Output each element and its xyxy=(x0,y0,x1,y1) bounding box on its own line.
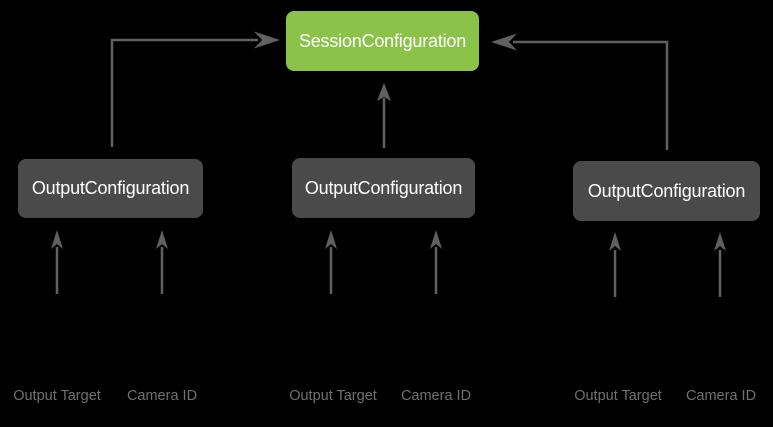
arrow-output2-to-session xyxy=(377,83,391,148)
output-target-label-1: Output Target xyxy=(13,388,101,404)
session-configuration-node: SessionConfiguration xyxy=(286,11,479,71)
output-configuration-node-1: OutputConfiguration xyxy=(18,159,203,218)
camera-id-label-3: Camera ID xyxy=(685,388,757,404)
arrow-output-target-to-output3 xyxy=(609,232,621,297)
arrow-camera-id-to-output3 xyxy=(714,232,726,297)
output-target-label-3: Output Target xyxy=(574,388,662,404)
arrow-output1-to-session xyxy=(110,31,280,147)
arrow-camera-id-to-output2 xyxy=(430,230,442,294)
arrow-output-target-to-output2 xyxy=(325,230,337,294)
output-configuration-node-2: OutputConfiguration xyxy=(292,158,475,218)
camera-id-label-2: Camera ID xyxy=(400,388,472,404)
arrow-camera-id-to-output1 xyxy=(156,230,168,294)
arrow-output-target-to-output1 xyxy=(51,230,63,294)
output-configuration-node-3: OutputConfiguration xyxy=(573,161,760,221)
output-target-label-2: Output Target xyxy=(289,388,377,404)
camera-id-label-1: Camera ID xyxy=(126,388,198,404)
arrow-output3-to-session xyxy=(491,33,669,150)
